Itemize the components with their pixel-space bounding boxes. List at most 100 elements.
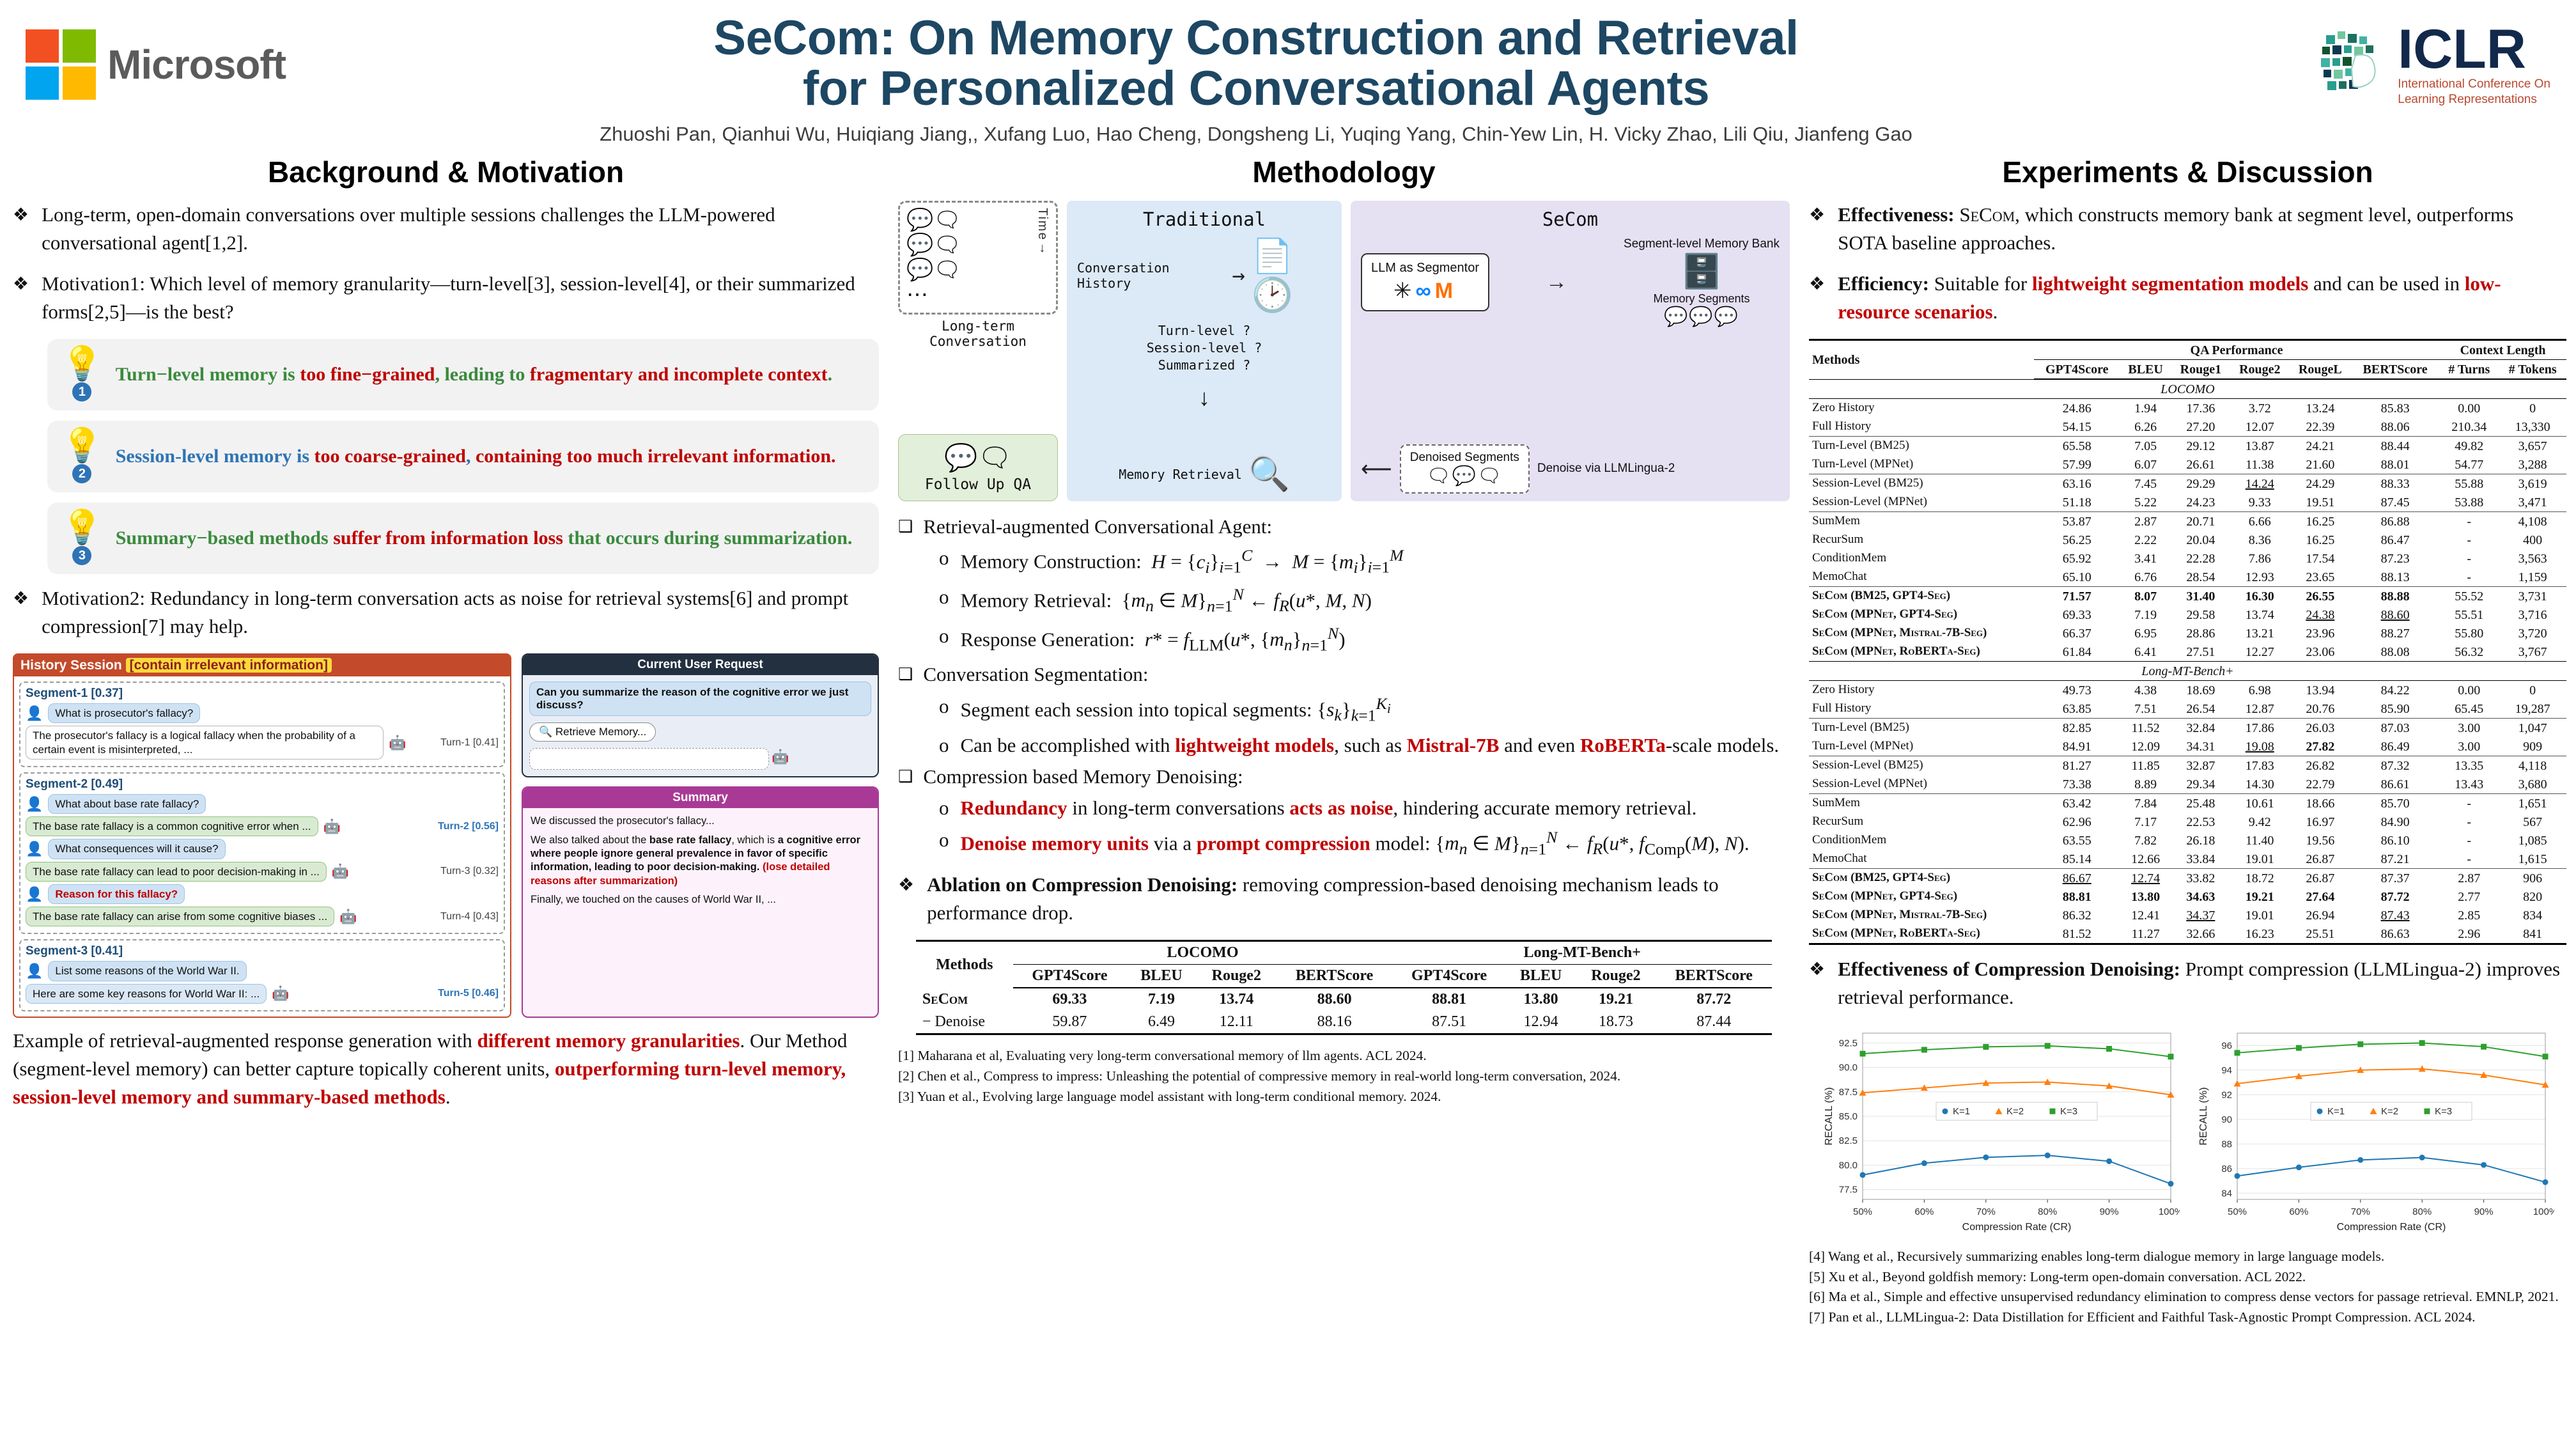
granularity-question: Turn-level ?Session-level ?Summarized ? [1146,323,1262,373]
value-cell: 13.94 [2306,683,2335,698]
value-cell: 3,563 [2518,551,2547,566]
column-header: RougeL [2289,359,2352,380]
value-cell: 8.36 [2248,533,2271,547]
value-cell: 85.14 [2062,852,2091,866]
value-cell: 29.58 [2186,607,2215,622]
value-cell: 88.16 [1276,1011,1393,1036]
value-cell: 26.87 [2306,852,2335,866]
value-cell: 14.30 [2245,777,2274,791]
chat-row: The base rate fallacy can arise from som… [26,907,499,927]
value-cell: 3,657 [2499,436,2566,456]
value-cell: 88.81 [1432,991,1467,1008]
value-cell: 23.65 [2306,570,2335,584]
diamond-bullet-icon: ❖ [1809,274,1826,295]
value-cell: 85.83 [2380,401,2410,416]
value-cell: 55.51 [2455,607,2484,622]
svg-text:60%: 60% [1914,1206,1934,1217]
svg-text:87.5: 87.5 [1838,1087,1857,1098]
memory-retrieval-row: Memory Retrieval 🔍 [1077,455,1331,494]
summary-paragraph-2: We also talked about the base rate falla… [531,834,861,887]
chat-row: The prosecutor's fallacy is a logical fa… [26,726,499,760]
ablation-bullet: ❖ Ablation on Compression Denoising: rem… [898,871,1790,927]
circle-bullet-icon: o [939,547,949,570]
ablation-table-head: Methods LOCOMO Long-MT-Bench+ GPT4Score … [915,940,1773,989]
traditional-panel-title: Traditional [1142,208,1266,231]
svg-text:100%: 100% [2158,1206,2179,1217]
value-cell: 18.73 [1576,1011,1656,1036]
value-cell: 9.42 [2248,815,2271,829]
value-cell: 26.82 [2289,756,2352,776]
value-cell: 87.43 [2380,908,2410,923]
value-cell: 12.87 [2245,701,2274,716]
method-cell: SeCom (MPNet, Mistral-7B-Seg) [1812,908,1987,922]
iclr-wordmark: ICLR International Conference On Learnin… [2398,22,2550,107]
value-cell: 909 [2523,739,2543,754]
method-cell: Session-Level (MPNet) [1812,777,1927,791]
turn-score-label: Turn-4 [0.43] [440,910,499,922]
user-message: What about base rate fallacy? [48,793,206,815]
value-cell: 20.04 [2186,533,2215,547]
value-cell: 29.29 [2171,474,2231,494]
compression-denoising-bullet: ❖ Effectiveness of Compression Denoising… [1809,955,2566,1011]
value-cell: 29.34 [2186,777,2215,791]
value-cell: 69.33 [2062,607,2091,622]
value-cell: 62.96 [2062,815,2091,829]
svg-text:50%: 50% [1852,1206,1872,1217]
callout-session-level: 💡 2 Session-level memory is too coarse-g… [47,421,879,493]
value-cell: 26.61 [2186,457,2215,472]
chat-row: 👤 What consequences will it cause? [26,839,499,859]
value-cell: 2.77 [2458,889,2481,904]
references-4-7: [4] Wang et al., Recursively summarizing… [1809,1247,2566,1327]
value-cell: 24.86 [2062,401,2091,416]
turn-score-label: Turn-1 [0.41] [440,737,499,748]
method-cell: SumMem [1809,793,2034,813]
method-cell: Session-Level (BM25) [1809,756,2034,776]
table-row: Long-MT-Bench+ [1809,661,2566,682]
value-cell: 87.03 [2351,718,2440,738]
value-cell: 26.54 [2186,701,2215,716]
value-cell: 6.26 [2134,419,2157,434]
value-cell: 87.21 [2380,852,2410,866]
value-cell: 3,680 [2518,777,2547,791]
background-bullet-3-text: Motivation2: Redundancy in long-term con… [42,587,849,638]
svg-text:88: 88 [2221,1139,2232,1150]
long-term-conversation-block: 💬🗨💬🗨💬🗨⋯ Time ↓ Long-term Conversation 💬🗨… [898,201,1058,502]
value-cell: 1,085 [2518,833,2547,848]
value-cell: 13.24 [2306,401,2335,416]
method-cell: SeCom (MPNet, RoBERTa-Seg) [1812,644,1980,659]
value-cell: 1.94 [2134,401,2157,416]
value-cell: 13.35 [2439,756,2499,776]
value-cell: 6.76 [2134,570,2157,584]
retrieve-memory-button[interactable]: 🔍 Retrieve Memory... [529,722,656,742]
iclr-acronym: ICLR [2398,19,2526,80]
value-cell: 28.86 [2186,626,2215,641]
value-cell: 1,159 [2518,570,2547,584]
conversation-sessions-box: 💬🗨💬🗨💬🗨⋯ Time ↓ [898,201,1058,315]
effectiveness-bullet-text: Effectiveness: SeCom, which constructs m… [1838,203,2514,254]
value-cell: 88.60 [1317,991,1352,1008]
value-cell: 6.98 [2248,683,2271,698]
memory-bank-block: Segment-level Memory Bank 🗄️ Memory Segm… [1624,237,1780,328]
method-cell: SeCom (MPNet, GPT4-Seg) [1812,607,1958,621]
ablation-group-locomo: LOCOMO [1013,940,1393,965]
llm-segmentor-label: LLM as Segmentor [1371,260,1479,275]
svg-text:K=3: K=3 [2060,1106,2077,1117]
value-cell: 13.43 [2455,777,2484,791]
document-clock-icon: 📄🕑 [1251,237,1293,315]
background-bullet-2: ❖ Motivation1: Which level of memory gra… [13,270,879,326]
value-cell: 20.71 [2171,511,2231,531]
callout-turn-level-text: Turn−level memory is too fine−grained, l… [115,363,833,385]
value-cell: 86.88 [2351,511,2440,531]
current-user-request-text: Can you summarize the reason of the cogn… [529,682,871,717]
value-cell: 81.52 [2033,924,2120,946]
value-cell: 6.49 [1126,1011,1197,1036]
svg-text:80%: 80% [2412,1206,2432,1217]
method-cell: SeCom [922,990,968,1008]
chat-row: The base rate fallacy can lead to poor d… [26,861,499,882]
value-cell: 87.23 [2380,551,2410,566]
